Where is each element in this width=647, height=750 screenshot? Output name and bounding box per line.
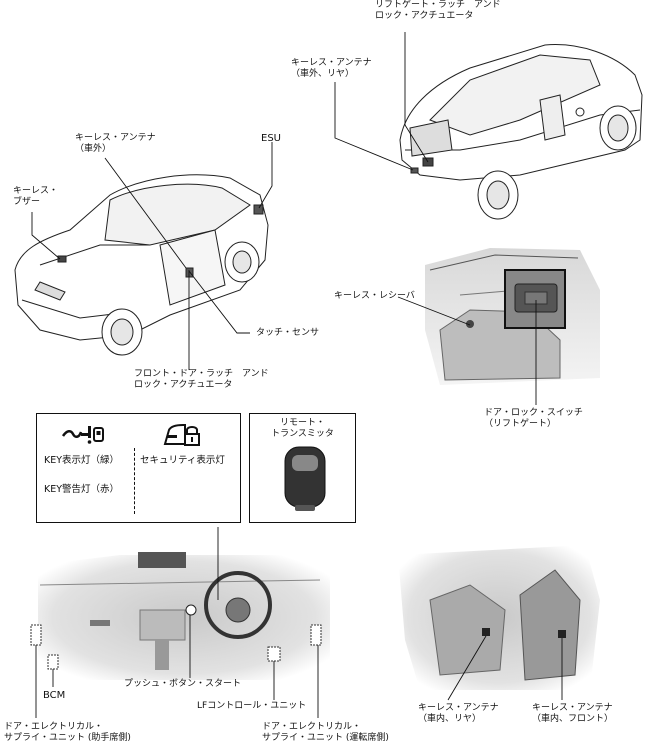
label-front-door-latch: フロント・ドア・ラッチ アンド ロック・アクチュエータ [134, 369, 269, 390]
label-keyless-receiver: キーレス・レシーバ [334, 291, 415, 301]
leader-lines [31, 32, 563, 718]
label-esu: ESU [261, 133, 281, 144]
label-antenna-interior-rear: キーレス・アンテナ （車内、リヤ） [418, 703, 499, 724]
label-bcm: BCM [43, 690, 66, 701]
label-liftgate-latch: リフトゲート・ラッチ アンド ロック・アクチュエータ [375, 0, 501, 21]
remote-transmitter-panel: リモート・ トランスミッタ [249, 413, 356, 523]
label-antenna-exterior: キーレス・アンテナ （車外） [75, 133, 156, 154]
label-antenna-interior-front: キーレス・アンテナ （車内、フロント） [532, 703, 614, 724]
indicator-panel: KEY表示灯（緑） KEY警告灯（赤） セキュリティ表示灯 [36, 413, 241, 523]
label-keyless-buzzer: キーレス・ ブザー [13, 186, 59, 207]
interior-seat-view [398, 545, 600, 690]
car-front-view [14, 174, 269, 356]
label-door-lock-switch: ドア・ロック・スイッチ （リフトゲート） [484, 408, 583, 429]
key-indicator-icon [61, 426, 104, 444]
security-indicator-icon [163, 424, 200, 446]
key-fob [284, 446, 326, 511]
label-door-supply-passenger: ドア・エレクトリカル・ サプライ・ユニット (助手席側) [4, 722, 131, 743]
label-remote-transmitter: リモート・ トランスミッタ [271, 418, 334, 439]
dashboard-view [30, 552, 330, 680]
panel-divider [134, 448, 135, 514]
label-antenna-rear-exterior: キーレス・アンテナ （車外、リヤ） [291, 58, 372, 79]
label-push-button-start: プッシュ・ボタン・スタート [124, 679, 242, 689]
indicator-key-red: KEY警告灯（赤） [44, 484, 120, 495]
label-door-supply-driver: ドア・エレクトリカル・ サプライ・ユニット (運転席側) [262, 722, 389, 743]
indicator-security: セキュリティ表示灯 [140, 455, 225, 466]
car-rear-view [399, 44, 643, 220]
label-touch-sensor: タッチ・センサ [256, 328, 320, 338]
indicator-key-green: KEY表示灯（緑） [44, 455, 120, 466]
label-lf-control-unit: LFコントロール・ユニット [197, 701, 307, 711]
